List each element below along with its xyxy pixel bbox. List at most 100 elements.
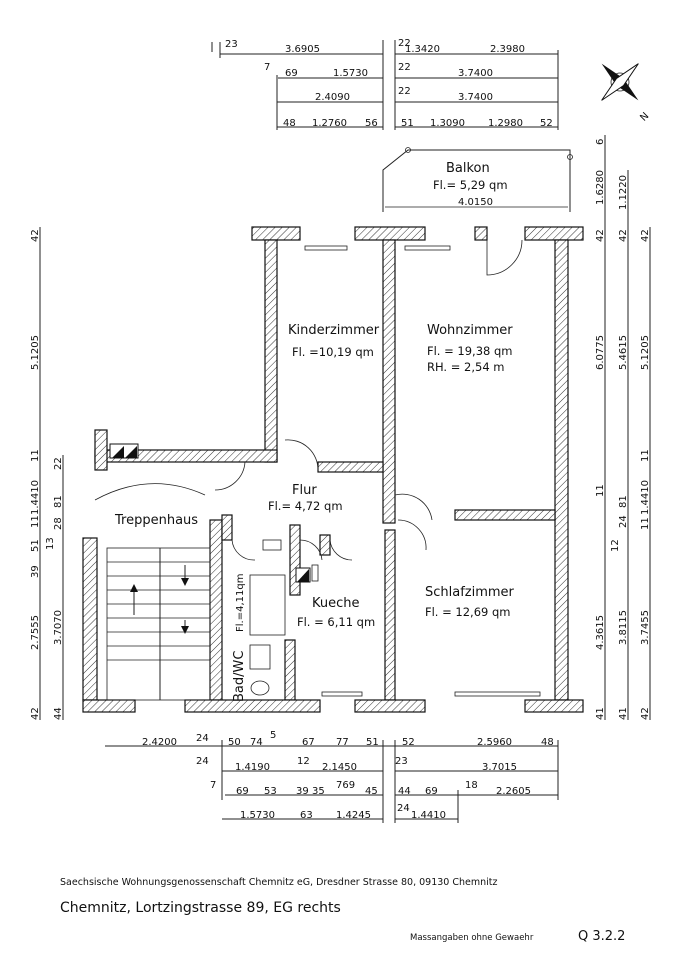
dim-label: 1.4410 — [30, 480, 41, 515]
dim-label: 12 — [297, 756, 310, 767]
walls — [82, 226, 584, 713]
room-height-wohnzimmer: RH. = 2,54 m — [427, 360, 505, 374]
dim-label: 2.7555 — [30, 615, 41, 650]
right-dimensions: 6 1.6280 42 6.0775 11 4.3615 41 1.1220 4… — [595, 135, 651, 720]
room-area-kueche: Fl. = 6,11 qm — [297, 615, 375, 629]
room-name-flur: Flur — [292, 483, 317, 498]
balcony: Balkon Fl.= 5,29 qm 4.0150 — [382, 147, 573, 212]
dim-label: 1.5730 — [333, 68, 368, 79]
room-labels: Kinderzimmer Fl. =10,19 qm Wohnzimmer Fl… — [114, 323, 515, 702]
dim-label: 18 — [465, 780, 478, 791]
room-area-wohnzimmer: Fl. = 19,38 qm — [427, 344, 513, 358]
dim-label: 1.2980 — [488, 118, 523, 129]
dim-label: 63 — [300, 810, 313, 821]
dim-label: 1.4245 — [336, 810, 371, 821]
dim-label: 1.5730 — [240, 810, 275, 821]
dim-label: 42 — [640, 229, 651, 242]
room-name-treppenhaus: Treppenhaus — [114, 513, 198, 528]
dim-label: 7 — [264, 62, 270, 73]
dim-label: 2.4090 — [315, 92, 350, 103]
footer-address: Chemnitz, Lortzingstrasse 89, EG rechts — [60, 900, 341, 916]
room-area-bad: Fl.=4,11qm — [235, 574, 246, 632]
dim-label: 1.1220 — [618, 175, 629, 210]
dim-label: 1.4410 — [640, 480, 651, 515]
dim-label: 39 — [296, 786, 309, 797]
dim-label: 22 — [398, 62, 411, 73]
dim-label: 42 — [618, 229, 629, 242]
footer-company: Saechsische Wohnungsgenossenschaft Chemn… — [60, 877, 497, 888]
dim-label: 42 — [30, 707, 41, 720]
room-name-balkon: Balkon — [446, 161, 490, 176]
dim-label: 11 — [640, 449, 651, 462]
dim-label: 4.3615 — [595, 615, 606, 650]
dim-label: 24 — [397, 803, 410, 814]
room-name-schlafzimmer: Schlafzimmer — [425, 585, 515, 600]
dim-label: 3.6905 — [285, 44, 320, 55]
dim-label: 53 — [264, 786, 277, 797]
dim-label: 69 — [425, 786, 438, 797]
compass-icon — [601, 63, 639, 101]
dim-label: 5 — [270, 730, 276, 741]
dim-label: 24 — [196, 756, 209, 767]
dim-label: 2.2605 — [496, 786, 531, 797]
dim-label: 35 — [312, 786, 325, 797]
dim-label: 42 — [595, 229, 606, 242]
windows-doors — [94, 239, 541, 697]
dim-label: 5.1205 — [640, 335, 651, 370]
room-area-schlafzimmer: Fl. = 12,69 qm — [425, 605, 511, 619]
dim-label: 42 — [30, 229, 41, 242]
dim-label: 56 — [365, 118, 378, 129]
dim-label: 6 — [595, 139, 606, 145]
dim-label: 3.7070 — [53, 610, 64, 645]
balcony-width: 4.0150 — [458, 197, 493, 208]
dim-label: 3.7400 — [458, 68, 493, 79]
dim-label: 81 — [53, 495, 64, 508]
dim-label: 77 — [336, 737, 349, 748]
dim-label: 3.7455 — [640, 610, 651, 645]
dim-label: 1.2760 — [312, 118, 347, 129]
dim-label: 44 — [398, 786, 411, 797]
dim-label: 39 — [30, 565, 41, 578]
footer: Saechsische Wohnungsgenossenschaft Chemn… — [60, 877, 625, 944]
dim-label: 6.0775 — [595, 335, 606, 370]
dim-label: 52 — [402, 737, 415, 748]
dim-label: 3.8115 — [618, 610, 629, 645]
dim-label: 11 — [640, 517, 651, 530]
dim-label: 769 — [336, 780, 355, 791]
left-dimensions: 42 5.1205 11 1.4410 11 51 39 2.7555 42 2… — [30, 227, 64, 720]
dim-label: 28 — [53, 517, 64, 530]
dim-label: 3.7015 — [482, 762, 517, 773]
room-name-bad: Bad/WC — [232, 651, 247, 702]
dim-label: 69 — [236, 786, 249, 797]
dim-label: 51 — [366, 737, 379, 748]
dim-label: 69 — [285, 68, 298, 79]
dim-label: 5.1205 — [30, 335, 41, 370]
dim-label: 67 — [302, 737, 315, 748]
dim-label: 2.3980 — [490, 44, 525, 55]
dim-label: 45 — [365, 786, 378, 797]
dim-label: 50 — [228, 737, 241, 748]
dim-label: 51 — [401, 118, 414, 129]
dim-label: 51 — [30, 539, 41, 552]
room-area-kinderzimmer: Fl. =10,19 qm — [292, 345, 374, 359]
dim-label: 2.5960 — [477, 737, 512, 748]
dim-label: 12 — [610, 539, 621, 552]
bottom-dimensions: 2.4200 24 50 74 5 67 77 51 52 2.5960 48 … — [105, 730, 559, 823]
dim-label: 3.7400 — [458, 92, 493, 103]
dim-label: 1.6280 — [595, 170, 606, 205]
dim-label: 11 — [30, 515, 41, 528]
dim-label: 1.4410 — [411, 810, 446, 821]
room-area-flur: Fl.= 4,72 qm — [268, 499, 343, 513]
dim-label: 22 — [398, 86, 411, 97]
dim-label: 5.4615 — [618, 335, 629, 370]
dim-label: 23 — [225, 39, 238, 50]
dim-label: 24 — [618, 515, 629, 528]
room-name-kinderzimmer: Kinderzimmer — [288, 323, 380, 338]
dim-label: 48 — [283, 118, 296, 129]
staircase — [106, 547, 211, 701]
dim-label: 2.1450 — [322, 762, 357, 773]
room-name-kueche: Kueche — [312, 596, 360, 611]
dim-label: 52 — [540, 118, 553, 129]
dim-label: 44 — [53, 707, 64, 720]
